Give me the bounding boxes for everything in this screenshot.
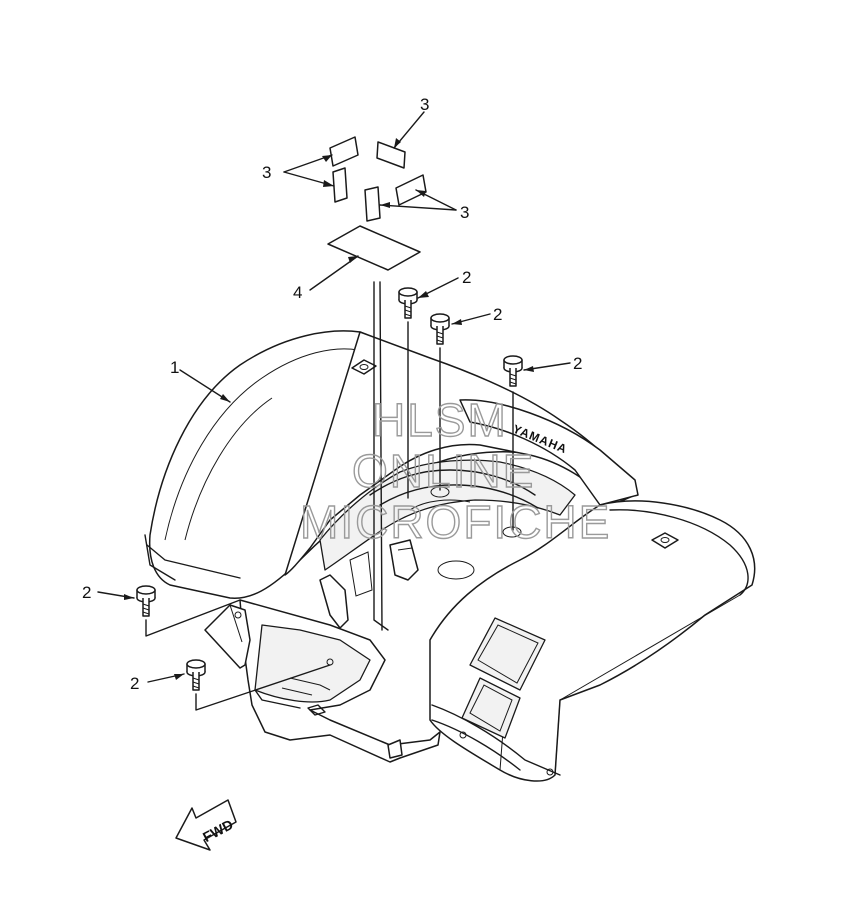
watermark-line-1: HLSM	[372, 394, 508, 446]
callout-pad-top: 3	[420, 95, 429, 114]
bolt	[136, 585, 156, 617]
callout-bolt-b: 2	[493, 305, 502, 324]
bolt	[503, 355, 523, 387]
pad	[329, 136, 359, 167]
watermark: HLSM ONLINE MICROFICHE	[299, 393, 611, 548]
mat	[327, 225, 421, 271]
leader-lines	[97, 111, 571, 683]
watermark-line-2: ONLINE	[352, 445, 535, 497]
forward-direction-arrow: FWD	[175, 799, 237, 851]
bolt	[430, 313, 450, 345]
callout-fender: 1	[170, 358, 179, 377]
rear-fender: YAMAHA	[144, 330, 756, 782]
watermark-line-3: MICROFICHE	[300, 496, 611, 548]
callout-bolt-c: 2	[573, 354, 582, 373]
pad	[395, 174, 427, 206]
callout-bolt-d: 2	[82, 583, 91, 602]
pad	[332, 167, 348, 203]
callout-bolt-e: 2	[130, 674, 139, 693]
pads	[329, 136, 427, 222]
pad	[364, 186, 381, 222]
bolt	[186, 659, 206, 691]
pad	[376, 141, 406, 169]
bolts	[136, 287, 523, 691]
bolt	[398, 287, 418, 319]
callout-pad-right: 3	[460, 203, 469, 222]
callout-mat: 4	[293, 283, 302, 302]
callout-pad-left: 3	[262, 163, 271, 182]
assembly-lines	[145, 281, 514, 711]
callout-bolt-a: 2	[462, 268, 471, 287]
